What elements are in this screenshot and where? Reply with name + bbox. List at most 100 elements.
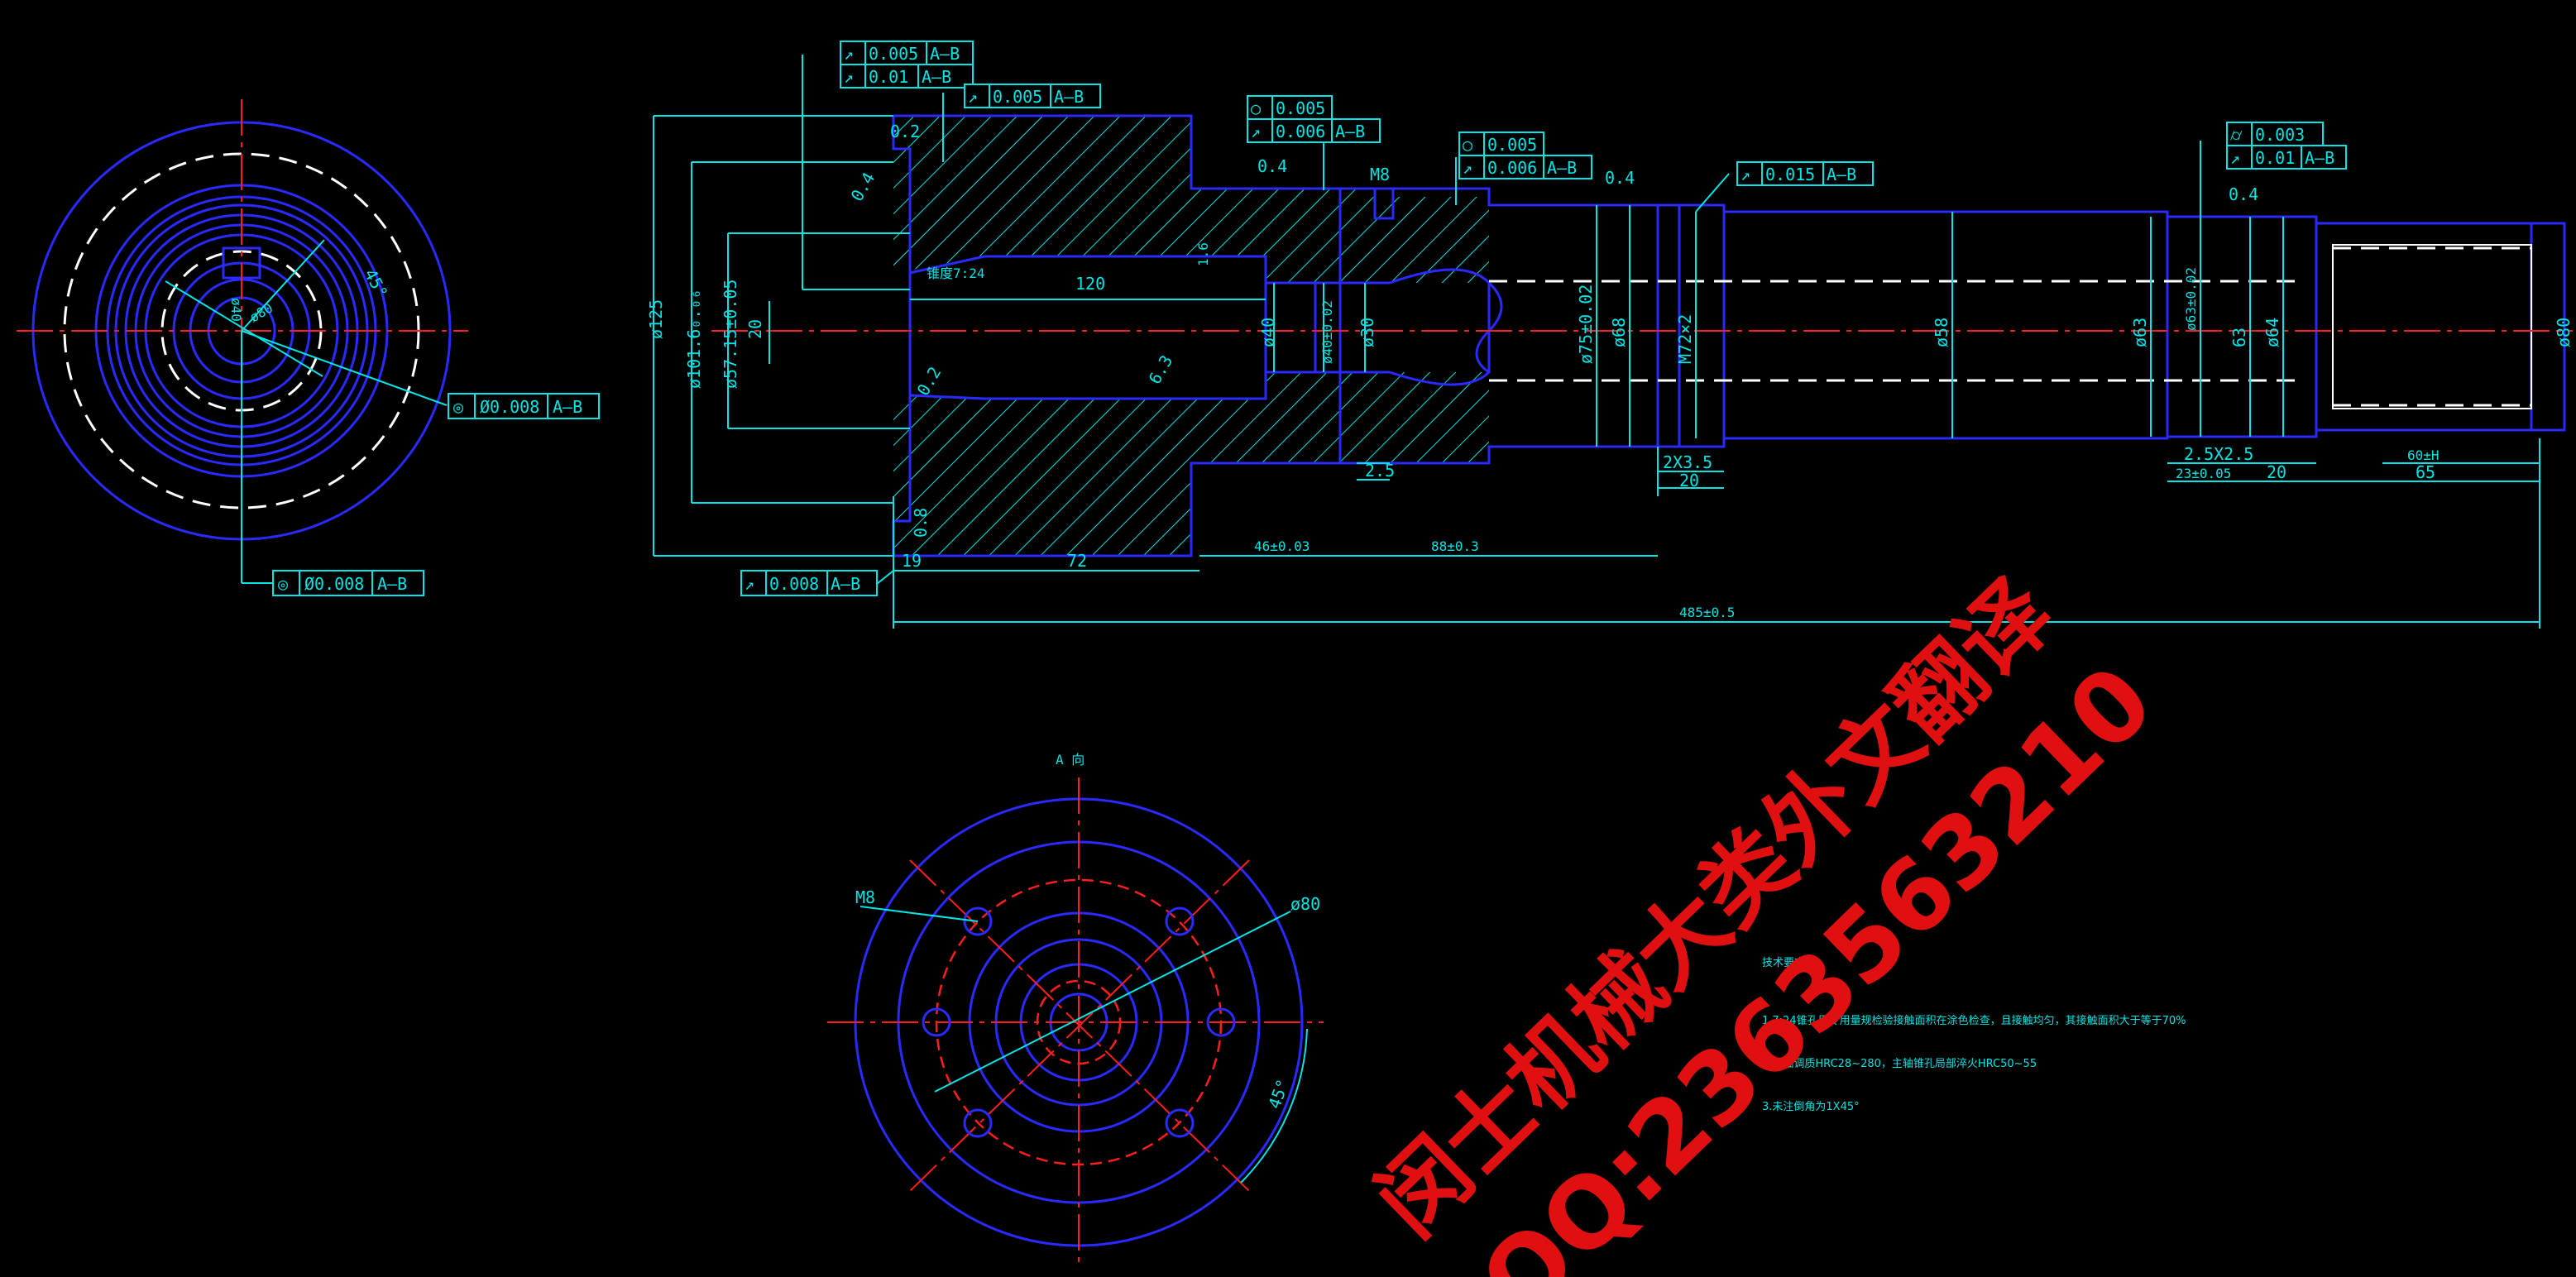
fcf-mid-2: ↗ 0.006 A–B — [1247, 118, 1381, 143]
svg-text:◎: ◎ — [453, 397, 463, 417]
dim-d68: ø68 — [1609, 318, 1629, 347]
thread-m8: M8 — [1370, 165, 1390, 184]
svg-text:A–B: A–B — [1335, 122, 1365, 141]
dim-d40: ø40 — [1258, 318, 1278, 347]
left-fcf-2: ◎ Ø0.008 A–B — [272, 570, 424, 596]
rough-4: 0.4 — [2229, 184, 2258, 204]
svg-text:↗: ↗ — [2230, 148, 2240, 168]
dim-d63c: 63 — [2229, 328, 2249, 347]
svg-text:0.006: 0.006 — [1276, 122, 1325, 141]
rough-9: 1.6 — [1195, 242, 1211, 266]
svg-text:↗: ↗ — [745, 574, 754, 594]
fcf-top-1: ↗ 0.005 A–B — [840, 41, 974, 65]
svg-text:⌭: ⌭ — [2230, 125, 2243, 145]
rough-2: 0.4 — [1257, 156, 1287, 176]
dim-d101: ø101.6₀.₀₆ — [684, 289, 704, 389]
dim-m72: M72×2 — [1675, 314, 1695, 364]
svg-text:0.015: 0.015 — [1765, 165, 1815, 184]
dim-len65: 65 — [2416, 462, 2435, 482]
svg-text:A–B: A–B — [1827, 165, 1856, 184]
dim-len88: 88±0.3 — [1431, 538, 1479, 554]
dim-d20: 20 — [745, 319, 765, 339]
svg-text:0.005: 0.005 — [869, 44, 918, 64]
svg-text:0.005: 0.005 — [1487, 135, 1537, 155]
fcf-mid-4: ↗ 0.006 A–B — [1458, 155, 1592, 179]
dim-2-5x2-5: 2.5X2.5 — [2184, 444, 2253, 464]
svg-text:0.01: 0.01 — [869, 67, 908, 87]
fcf-top-2: ↗ 0.01 A–B — [840, 64, 974, 88]
dim-d30: ø30 — [1357, 318, 1377, 347]
svg-text:A–B: A–B — [553, 397, 582, 417]
fcf-top-3: ↗ 0.005 A–B — [964, 84, 1101, 108]
dim-2x35: 2X3.5 — [1663, 452, 1712, 472]
dim-d58: ø58 — [1932, 318, 1951, 347]
svg-text:ø40: ø40 — [228, 298, 244, 322]
svg-text:○: ○ — [1251, 98, 1261, 118]
svg-text:↗: ↗ — [844, 44, 854, 64]
dim-len20a: 20 — [1679, 471, 1699, 490]
a-view-m8: M8 — [855, 887, 875, 907]
left-fcf-1: ◎ Ø0.008 A–B — [448, 393, 600, 419]
svg-text:A–B: A–B — [2305, 148, 2334, 168]
fcf-mid-3: ○ 0.005 — [1458, 132, 1544, 156]
dim-d40b: ø40±0.02 — [1319, 300, 1335, 364]
fcf-mid-1: ○ 0.005 — [1247, 95, 1333, 120]
dim-len72: 72 — [1067, 551, 1087, 571]
svg-text:Ø0.008: Ø0.008 — [480, 397, 539, 417]
svg-text:↗: ↗ — [844, 67, 854, 87]
notes-line-1: 1.7:24锥孔用专用量规检验接触面积在涂色检查，且接触均匀，其接触面积大于等于… — [1762, 1014, 2186, 1027]
notes-title: 技术要求 — [1762, 957, 1805, 969]
a-view-d80: ø80 — [1290, 894, 1320, 914]
watermark: 闵士机械大类外文翻译 QQ:2363563210 — [1357, 561, 2174, 1277]
svg-text:○: ○ — [1463, 135, 1472, 155]
svg-text:0.006: 0.006 — [1487, 158, 1537, 178]
svg-text:A–B: A–B — [377, 574, 407, 594]
rough-1: 0.2 — [890, 122, 920, 141]
fcf-right-1: ⌭ 0.003 — [2226, 122, 2324, 146]
dim-d63: ø63 — [2130, 318, 2150, 347]
svg-text:0.008: 0.008 — [769, 574, 819, 594]
main-section-view: ø125 ø101.6₀.₀₆ ø57.15±0.05 20 120 ø40 ø… — [646, 55, 2574, 629]
rough-5: 0.4 — [847, 169, 879, 204]
taper-note: 锥度7:24 — [926, 265, 985, 281]
svg-text:0.01: 0.01 — [2255, 148, 2295, 168]
dim-len19: 19 — [902, 551, 922, 571]
dim-d63b: ø63±0.02 — [2183, 267, 2199, 331]
rough-6: 0.2 — [913, 363, 946, 399]
dim-len23: 23±0.05 — [2176, 466, 2231, 481]
left-angle-label: 45° — [361, 265, 392, 301]
svg-text:↗: ↗ — [1463, 158, 1472, 178]
technical-notes: 技术要求 1.7:24锥孔用专用量规检验接触面积在涂色检查，且接触均匀，其接触面… — [1762, 957, 2186, 1113]
fcf-right-2: ↗ 0.01 A–B — [2226, 145, 2347, 170]
svg-text:0.005: 0.005 — [1276, 98, 1325, 118]
notes-line-3: 3.未注倒角为1X45° — [1762, 1101, 1860, 1113]
svg-text:A–B: A–B — [930, 44, 960, 64]
dim-d64: ø64 — [2262, 318, 2282, 347]
a-view-title: A 向 — [1056, 752, 1085, 768]
svg-text:A–B: A–B — [922, 67, 951, 87]
dim-len25: 2.5 — [1365, 461, 1395, 481]
svg-text:◎: ◎ — [278, 574, 288, 594]
dim-len485: 485±0.5 — [1679, 605, 1735, 620]
svg-text:↗: ↗ — [968, 87, 978, 107]
dim-len60: 60±H — [2407, 447, 2440, 463]
a-view-angle: 45° — [1264, 1077, 1293, 1112]
svg-text:ø80: ø80 — [247, 300, 276, 326]
notes-line-2: 2.主轴调质HRC28~280，主轴锥孔局部淬火HRC50~55 — [1762, 1058, 2037, 1070]
svg-text:A–B: A–B — [831, 574, 860, 594]
rough-3: 0.4 — [1605, 168, 1635, 188]
dim-d75: ø75±0.02 — [1576, 285, 1596, 364]
svg-text:A–B: A–B — [1054, 87, 1084, 107]
dim-d125: ø125 — [646, 299, 666, 339]
dim-len46: 46±0.03 — [1254, 538, 1310, 554]
svg-text:A–B: A–B — [1547, 158, 1577, 178]
svg-text:↗: ↗ — [1740, 165, 1750, 184]
svg-text:↗: ↗ — [1251, 122, 1261, 141]
rough-7: 6.3 — [1145, 352, 1177, 387]
dim-len120: 120 — [1075, 274, 1105, 294]
svg-text:0.003: 0.003 — [2255, 125, 2305, 145]
dim-d80: ø80 — [2554, 318, 2574, 347]
svg-text:Ø0.008: Ø0.008 — [304, 574, 364, 594]
bottom-a-view: A 向 M8 ø80 45° — [827, 752, 1324, 1265]
